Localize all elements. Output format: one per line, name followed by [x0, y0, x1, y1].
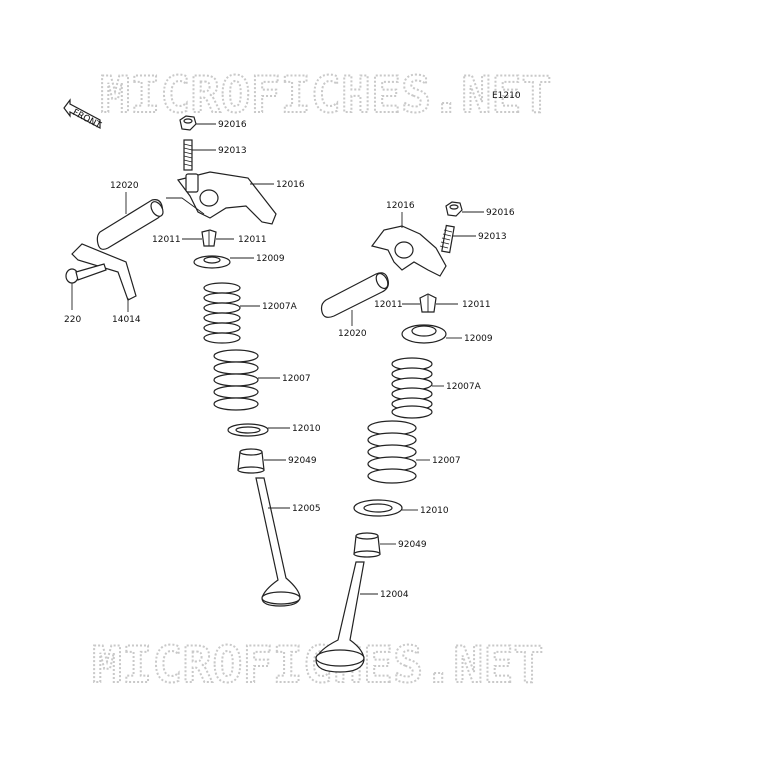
- right-rocker-arm-icon[interactable]: [370, 225, 447, 277]
- label-right-stud: 92013: [478, 232, 507, 242]
- label-left-rocker-shaft: 12020: [110, 181, 139, 191]
- right-stem-seal-icon[interactable]: [353, 532, 381, 558]
- label-left-bolt: 220: [64, 315, 81, 325]
- right-nut-icon[interactable]: [445, 201, 463, 217]
- right-stud-icon[interactable]: [439, 224, 455, 254]
- label-right-stem-seal: 92049: [398, 540, 427, 550]
- left-retainer-icon[interactable]: [193, 255, 231, 269]
- left-bracket-icon[interactable]: [71, 243, 137, 301]
- left-rocker-shaft-icon[interactable]: [96, 199, 165, 250]
- label-right-retainer: 12009: [464, 334, 493, 344]
- left-nut-icon[interactable]: [179, 115, 197, 131]
- right-outer-spring-icon[interactable]: [367, 420, 417, 484]
- watermark-top: MICROFICHES.NET: [100, 66, 552, 124]
- label-left-collet-1: 12011: [152, 235, 181, 245]
- label-right-rocker-arm: 12016: [386, 201, 415, 211]
- label-right-seat: 12010: [420, 506, 449, 516]
- front-badge-label: FRONT: [71, 108, 103, 131]
- label-left-bracket: 14014: [112, 315, 141, 325]
- label-left-seat: 12010: [292, 424, 321, 434]
- left-outer-spring-icon[interactable]: [213, 349, 259, 411]
- label-left-valve: 12005: [292, 504, 321, 514]
- label-left-stud: 92013: [218, 146, 247, 156]
- label-left-stem-seal: 92049: [288, 456, 317, 466]
- label-right-collet-1: 12011: [374, 300, 403, 310]
- label-right-outer-spring: 12007: [432, 456, 461, 466]
- label-left-nut: 92016: [218, 120, 247, 130]
- figure-code: E1210: [492, 91, 521, 101]
- label-right-rocker-shaft: 12020: [338, 329, 367, 339]
- left-bolt-icon[interactable]: [65, 263, 107, 284]
- right-inner-spring-icon[interactable]: [391, 357, 433, 419]
- left-seat-icon[interactable]: [227, 423, 269, 437]
- right-valve-icon[interactable]: [315, 561, 365, 673]
- left-inner-spring-icon[interactable]: [203, 282, 241, 344]
- label-left-outer-spring: 12007: [282, 374, 311, 384]
- left-stud-icon[interactable]: [183, 139, 193, 171]
- right-retainer-icon[interactable]: [401, 324, 447, 344]
- left-collet-icon[interactable]: [201, 229, 217, 247]
- label-left-rocker-arm: 12016: [276, 180, 305, 190]
- right-rocker-shaft-icon[interactable]: [320, 272, 391, 318]
- left-valve-icon[interactable]: [255, 477, 301, 607]
- left-stem-seal-icon[interactable]: [237, 448, 265, 474]
- label-left-collet-2: 12011: [238, 235, 267, 245]
- left-rocker-arm-icon[interactable]: [176, 171, 277, 225]
- label-right-inner-spring: 12007A: [446, 382, 482, 392]
- right-collet-icon[interactable]: [419, 293, 437, 313]
- right-seat-icon[interactable]: [353, 499, 403, 517]
- label-right-collet-2: 12011: [462, 300, 491, 310]
- label-right-nut: 92016: [486, 208, 515, 218]
- front-arrow-icon: FRONT: [63, 98, 103, 131]
- label-right-valve: 12004: [380, 590, 409, 600]
- label-left-inner-spring: 12007A: [262, 302, 298, 312]
- label-left-retainer: 12009: [256, 254, 285, 264]
